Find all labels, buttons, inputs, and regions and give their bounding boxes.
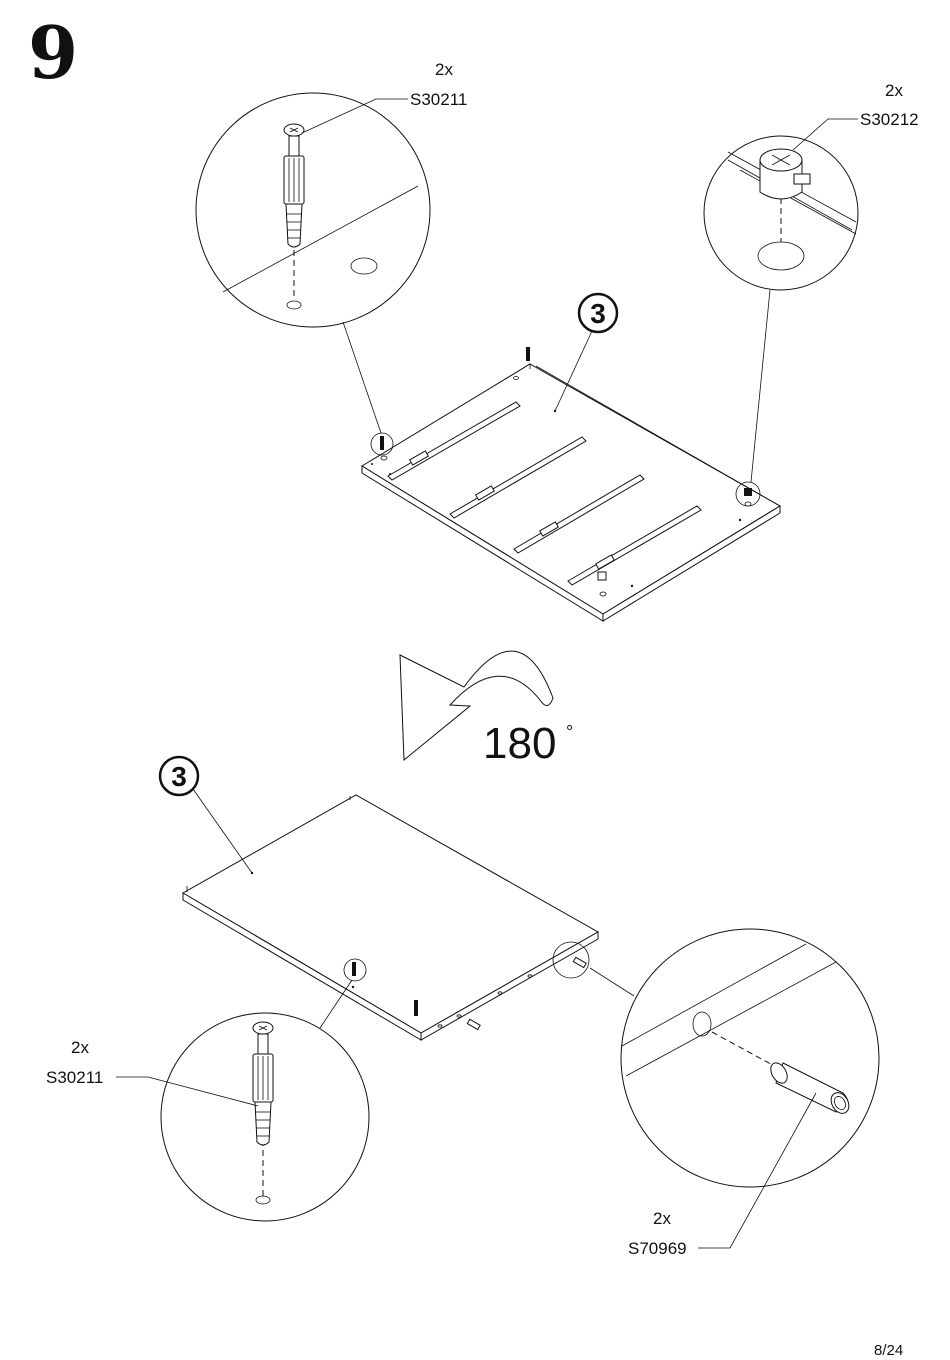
dowel-screw-icon [253, 1022, 273, 1145]
top-panel-with-rails [362, 347, 780, 621]
bottom-panel [183, 795, 598, 1040]
callout-bl-code: S30211 [46, 1068, 103, 1087]
detail-circle-top-left [196, 93, 430, 433]
callout-tr-qty: 2x [885, 81, 903, 100]
step-number: 9 [28, 10, 78, 95]
svg-text:3: 3 [171, 761, 187, 792]
dowel-screw-icon [284, 124, 304, 247]
rotation-unit: ° [566, 722, 573, 742]
page-number: 8/24 [874, 1342, 903, 1359]
wooden-dowel-icon [767, 1060, 852, 1117]
callout-tr-code: S30212 [860, 110, 919, 129]
detail-circle-bottom-left [161, 980, 369, 1221]
callout-br-code: S70969 [628, 1239, 687, 1258]
cam-lock-icon [760, 149, 810, 199]
callout-tl-qty: 2x [435, 60, 453, 79]
rotation-angle: 180 [483, 719, 556, 768]
panel-badge-bottom: 3 [160, 757, 252, 873]
svg-text:3: 3 [590, 298, 606, 329]
callout-br-qty: 2x [653, 1209, 671, 1228]
callout-tl-code: S30211 [410, 90, 467, 109]
detail-circle-top-right [704, 136, 858, 482]
callout-bl-qty: 2x [71, 1038, 89, 1057]
detail-circle-bottom-right [590, 929, 879, 1187]
